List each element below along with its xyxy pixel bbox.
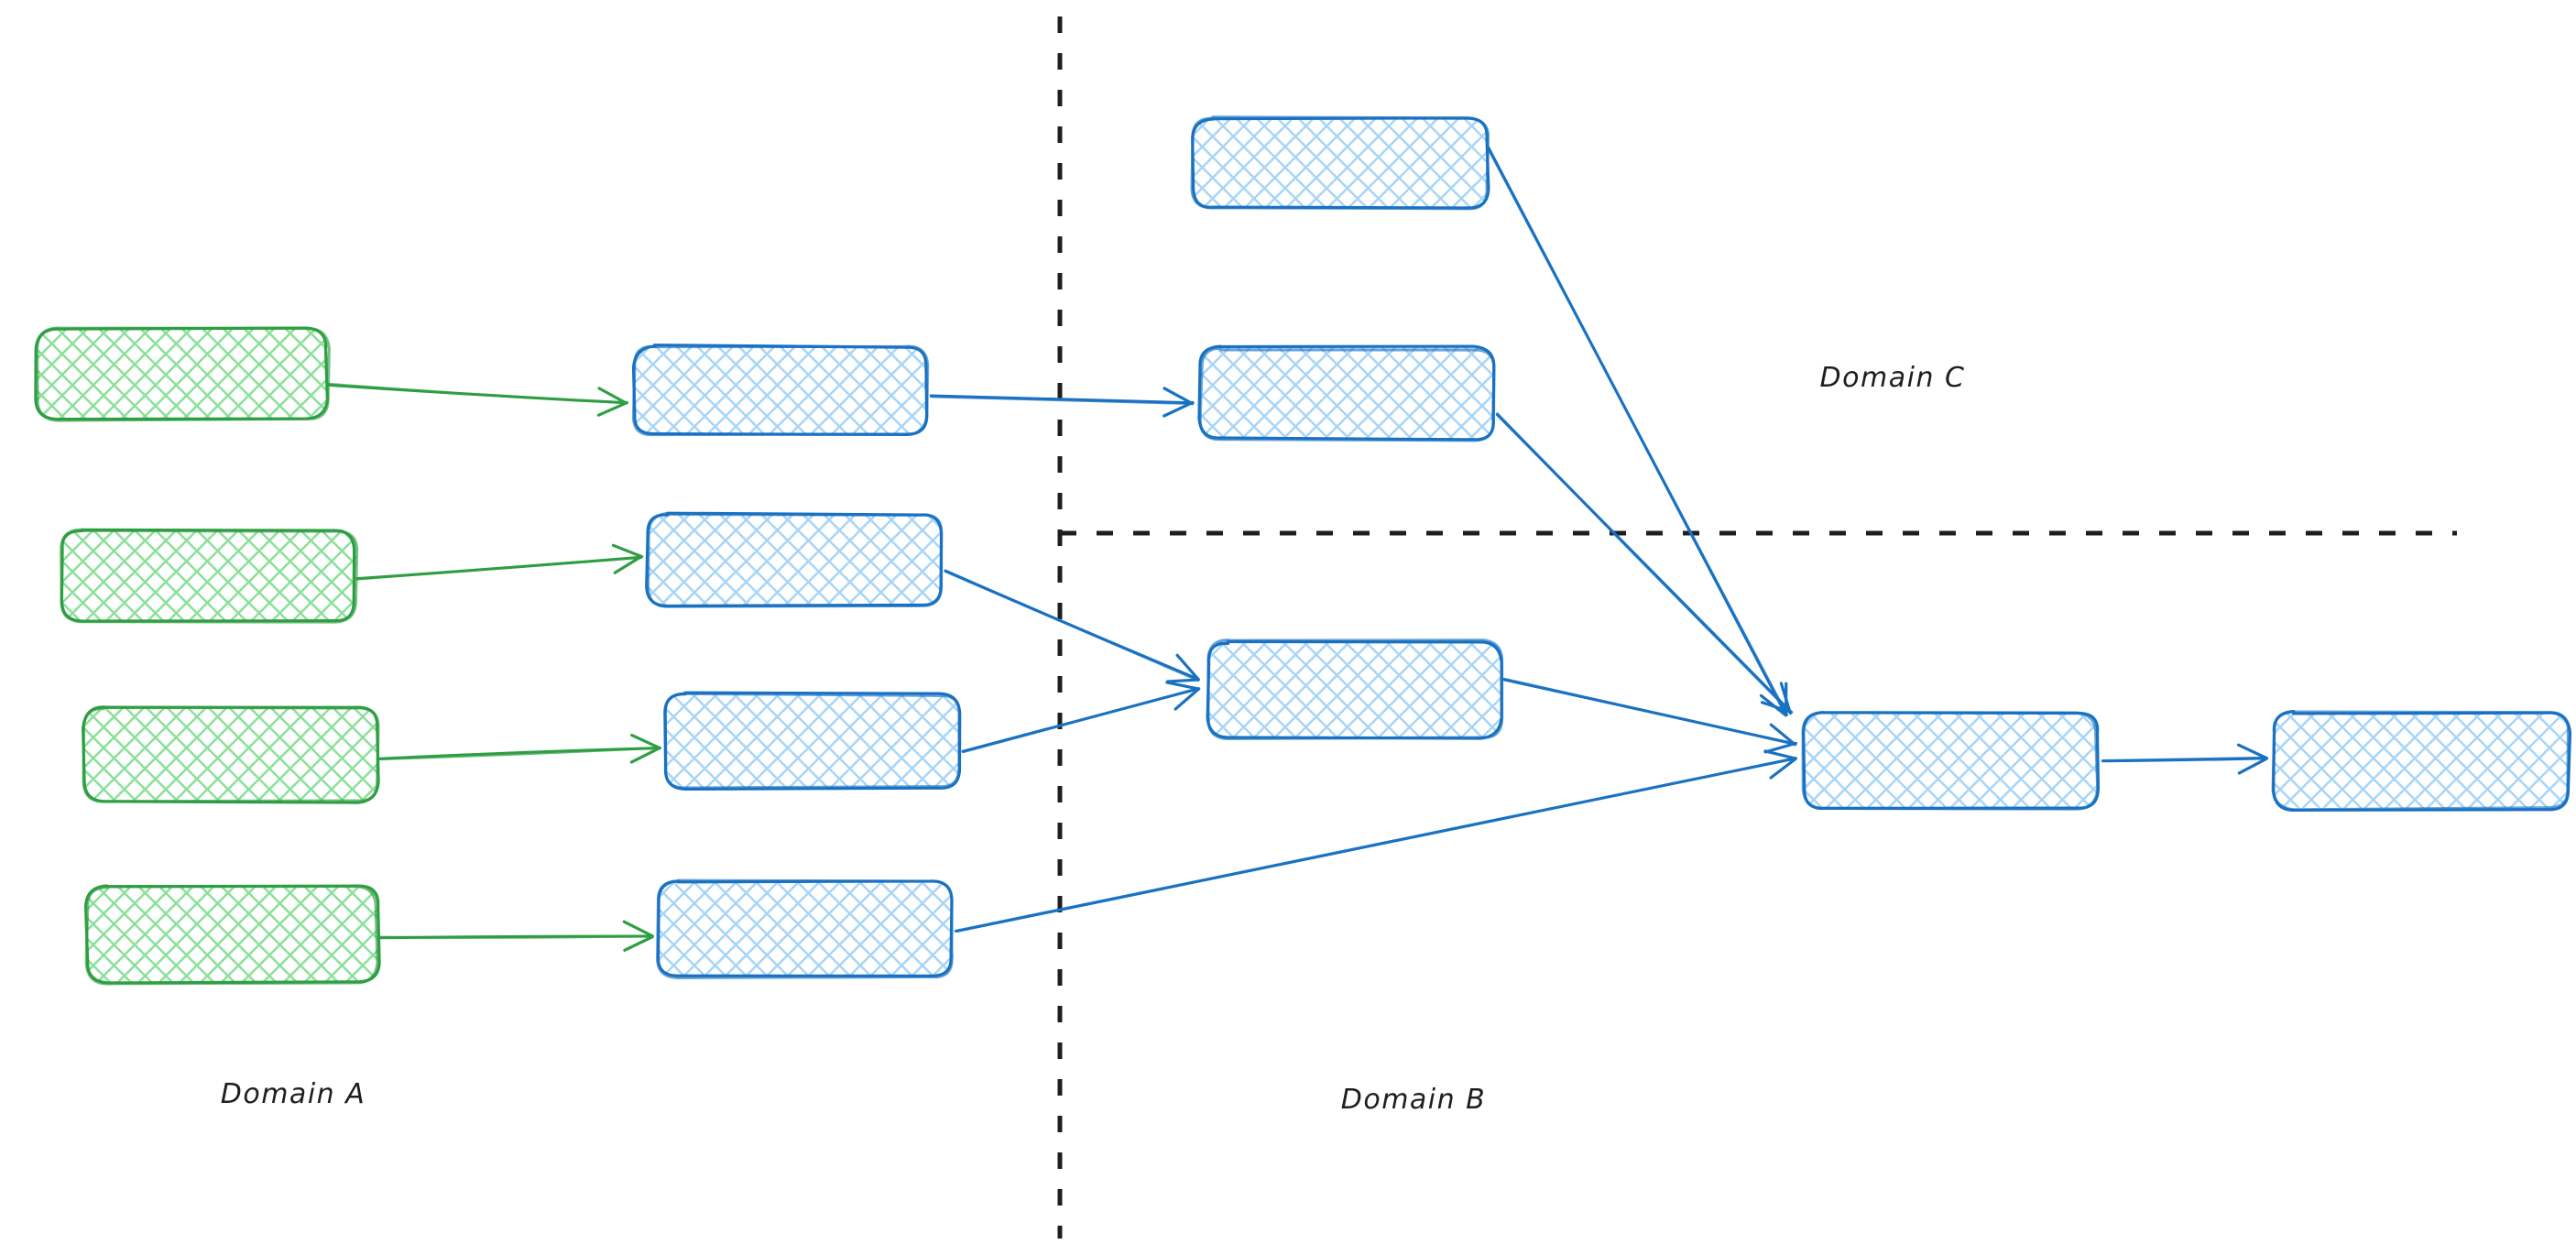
node-box-c2[interactable] — [1197, 344, 1496, 442]
node-fill — [83, 706, 378, 803]
label-layer: Domain A Domain B Domain C — [221, 362, 1966, 1116]
arrowhead-stroke — [1763, 749, 1797, 760]
edge-e-b3-c3 — [961, 681, 1201, 754]
node-outline — [60, 528, 359, 624]
domain-label-domain-b: Domain B — [1341, 1084, 1487, 1116]
node-box-e1[interactable] — [2271, 710, 2572, 813]
node-box-a2[interactable] — [60, 528, 359, 624]
arrowhead-stroke — [622, 920, 654, 938]
arrowhead-stroke — [1760, 701, 1794, 715]
edge-e-b1-c2 — [929, 387, 1195, 418]
edge-e-a1-b1 — [326, 382, 628, 417]
node-box-b4[interactable] — [655, 878, 954, 979]
edge-line — [954, 757, 1798, 933]
arrowhead-stroke — [1763, 741, 1797, 754]
node-fill — [633, 346, 927, 435]
edge-line — [377, 934, 654, 939]
node-box-b2[interactable] — [645, 511, 944, 608]
node-fill — [36, 328, 327, 420]
edge-e-a4-b4 — [377, 920, 654, 952]
edge-e-a3-b3 — [377, 733, 661, 764]
divider-layer — [1057, 16, 2457, 1239]
arrowhead-stroke — [597, 387, 628, 405]
edge-e-c3-d1 — [1502, 677, 1797, 754]
arrowhead-stroke — [1162, 400, 1195, 418]
arrowhead-stroke — [1769, 758, 1797, 780]
edge-line — [355, 556, 643, 581]
arrowhead-stroke — [2237, 758, 2267, 775]
arrowhead-stroke — [629, 746, 661, 764]
arrowhead-stroke — [1175, 653, 1200, 682]
edge-e-b2-c3 — [944, 569, 1200, 683]
edge-line — [1496, 412, 1792, 714]
node-fill — [646, 514, 943, 607]
node-outline — [1190, 115, 1490, 211]
node-box-d1[interactable] — [1801, 710, 2101, 811]
domain-label-domain-a: Domain A — [221, 1078, 366, 1110]
edge-e-b4-d1 — [954, 749, 1798, 933]
node-fill — [664, 693, 960, 789]
edge-line — [930, 395, 1195, 406]
node-fill — [1194, 116, 1489, 209]
node-fill — [62, 529, 356, 621]
edge-e-a2-b2 — [355, 543, 644, 581]
node-fill — [657, 880, 954, 977]
edge-e-d1-e1 — [2101, 743, 2269, 775]
node-box-c3[interactable] — [1206, 638, 1504, 741]
node-fill — [1199, 347, 1493, 441]
arrowhead-stroke — [1769, 723, 1797, 747]
node-outline — [663, 692, 961, 790]
edge-line — [962, 687, 1200, 754]
arrowhead-stroke — [611, 543, 644, 559]
node-box-a4[interactable] — [83, 884, 381, 986]
arrowhead-stroke — [1779, 682, 1792, 715]
arrowhead-stroke — [596, 400, 628, 417]
node-fill — [85, 886, 378, 983]
node-outline — [1198, 346, 1496, 442]
edge-line — [2101, 756, 2267, 762]
edge-layer — [326, 146, 2269, 952]
node-outline — [1206, 638, 1504, 741]
edge-e-c2-d1 — [1495, 412, 1794, 715]
node-box-c1[interactable] — [1190, 115, 1490, 211]
arrowhead-stroke — [1165, 678, 1200, 683]
node-box-a1[interactable] — [34, 326, 331, 422]
arrowhead-stroke — [613, 555, 643, 574]
node-box-a3[interactable] — [82, 705, 380, 804]
node-outline — [82, 705, 380, 803]
node-box-b3[interactable] — [663, 691, 962, 791]
arrowhead-stroke — [623, 935, 654, 952]
arrowhead-stroke — [630, 733, 661, 750]
node-outline — [1801, 710, 2100, 811]
domain-label-domain-c: Domain C — [1820, 362, 1966, 394]
arrowhead-stroke — [2236, 743, 2269, 760]
arrowhead-stroke — [1165, 681, 1201, 691]
edge-e-c1-d1 — [1487, 146, 1789, 717]
node-outline — [2271, 710, 2571, 812]
node-fill — [1802, 712, 2098, 808]
node-outline — [36, 326, 331, 422]
node-fill — [1206, 640, 1501, 739]
node-layer — [34, 115, 2572, 986]
node-box-b1[interactable] — [631, 344, 930, 437]
node-outline — [646, 511, 944, 608]
node-outline — [655, 878, 954, 979]
edge-line — [326, 382, 628, 405]
node-outline — [84, 884, 379, 986]
edge-line — [377, 746, 661, 761]
edge-line — [1487, 147, 1789, 716]
edge-line — [1502, 677, 1797, 747]
arrowhead-stroke — [1162, 387, 1195, 406]
edge-line — [944, 570, 1200, 682]
node-fill — [2273, 713, 2569, 809]
node-outline — [631, 344, 930, 437]
arrowhead-stroke — [1173, 687, 1201, 711]
